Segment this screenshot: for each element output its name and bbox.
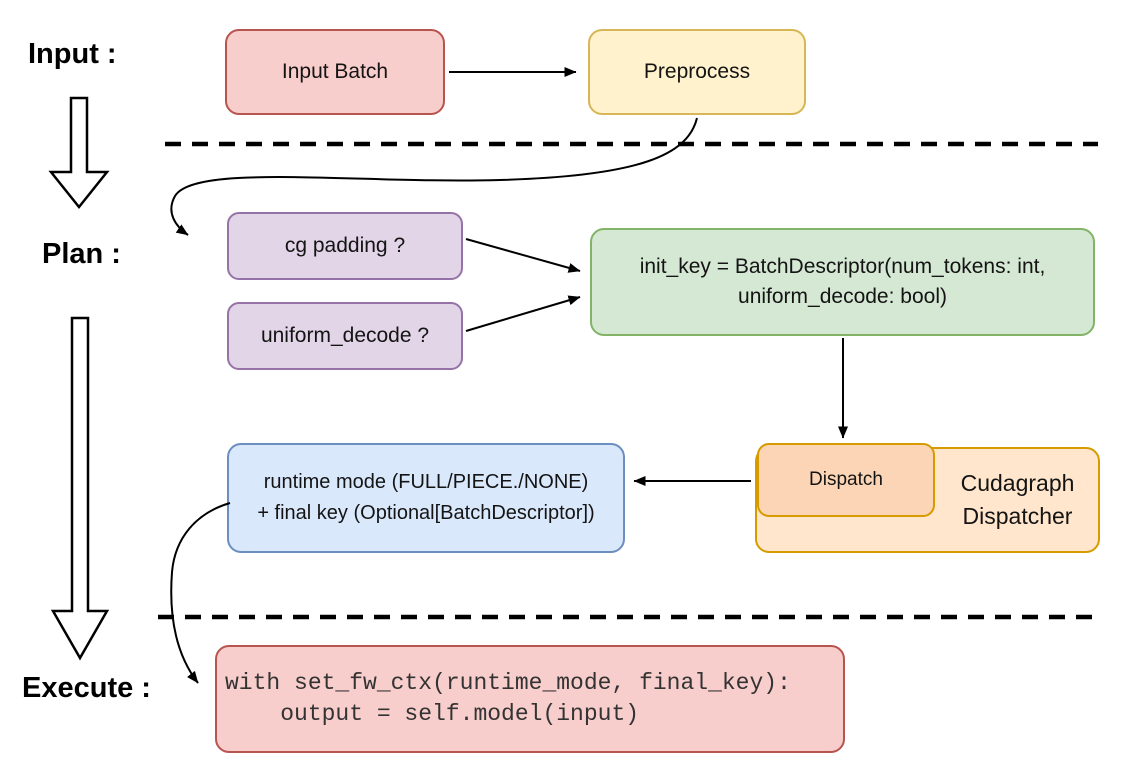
uniform-decode-node: uniform_decode ?: [227, 302, 463, 370]
execute-section-label: Execute :: [22, 672, 151, 704]
connector-cgpadding-to-initkey: [465, 238, 581, 273]
cg-padding-node: cg padding ?: [227, 212, 463, 280]
connector-uniformdecode-to-initkey: [465, 295, 581, 332]
uniform-decode-label: uniform_decode ?: [260, 324, 430, 347]
execute-code-node: with set_fw_ctx(runtime_mode, final_key)…: [215, 645, 845, 753]
cg-padding-label: cg padding ?: [284, 234, 406, 257]
plan-down-arrow: [50, 316, 110, 661]
dispatch-node: Dispatch: [757, 443, 935, 517]
execute-code-line1: with set_fw_ctx(runtime_mode, final_key)…: [225, 670, 791, 696]
dispatch-label: Dispatch: [809, 469, 883, 490]
preprocess-label: Preprocess: [643, 60, 751, 83]
runtime-mode-node: runtime mode (FULL/PIECE./NONE) + final …: [227, 443, 625, 553]
init-key-line2: uniform_decode: bool): [738, 285, 947, 308]
preprocess-node: Preprocess: [588, 29, 806, 115]
input-section-label: Input :: [28, 38, 117, 70]
input-batch-node: Input Batch: [225, 29, 445, 115]
execute-code-line2: output = self.model(input): [225, 701, 640, 727]
runtime-mode-line2: + final key (Optional[BatchDescriptor]): [257, 502, 595, 524]
cudagraph-dispatcher-label: Cudagraph Dispatcher: [960, 470, 1075, 529]
init-key-node: init_key = BatchDescriptor(num_tokens: i…: [590, 228, 1095, 336]
init-key-line1: init_key = BatchDescriptor(num_tokens: i…: [639, 255, 1046, 278]
plan-section-label: Plan :: [42, 238, 121, 270]
runtime-mode-line1: runtime mode (FULL/PIECE./NONE): [263, 471, 589, 493]
input-batch-label: Input Batch: [281, 60, 389, 83]
input-down-arrow: [48, 96, 110, 210]
